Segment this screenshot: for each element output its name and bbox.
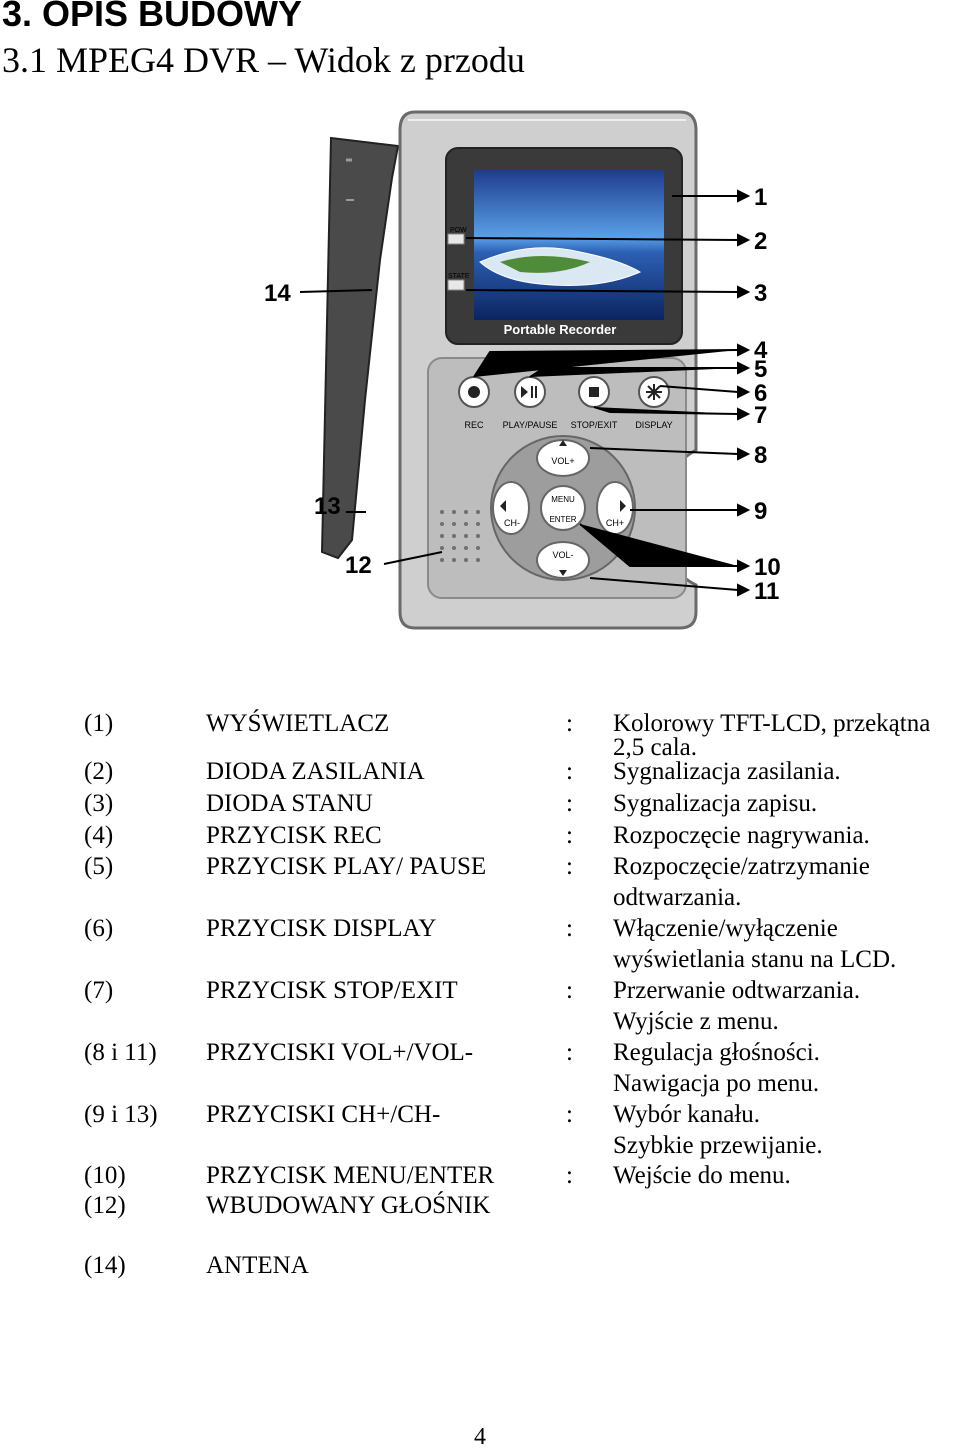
legend-colon: : — [566, 977, 573, 1004]
legend-desc: Wybór kanału. — [613, 1101, 761, 1128]
screen-caption: Portable Recorder — [504, 322, 617, 337]
state-led — [447, 279, 465, 291]
play-pause-button — [514, 376, 546, 408]
legend-label: PRZYCISK MENU/ENTER — [206, 1162, 495, 1189]
legend-label: PRZYCISK DISPLAY — [206, 915, 437, 942]
legend-colon: : — [566, 915, 573, 942]
legend-num: (4) — [84, 822, 114, 849]
dpad-center-top-label: MENU — [551, 495, 575, 504]
legend-desc: 2,5 cala. — [613, 734, 697, 761]
callout-6: 6 — [754, 380, 767, 407]
dpad-left-label: CH- — [504, 518, 520, 528]
callout-numbers: 1 2 3 4 5 6 7 8 9 10 11 12 13 14 — [264, 184, 781, 605]
power-led-label: POW — [450, 227, 467, 234]
legend-num: (1) — [84, 710, 114, 737]
legend-label: PRZYCISKI VOL+/VOL- — [206, 1039, 474, 1066]
legend-num: (12) — [84, 1192, 126, 1219]
callout-4: 4 — [754, 337, 768, 364]
play-pause-button-label: PLAY/PAUSE — [503, 420, 558, 430]
legend-label: PRZYCISKI CH+/CH- — [206, 1101, 441, 1128]
subsection-heading: 3.1 MPEG4 DVR – Widok z przodu — [2, 40, 525, 80]
legend-desc: Sygnalizacja zapisu. — [613, 790, 818, 817]
display-button — [638, 376, 670, 408]
legend-num: (8 i 11) — [84, 1039, 157, 1066]
dpad-up-label: VOL+ — [551, 456, 574, 466]
legend-colon: : — [566, 758, 573, 785]
legend-label: PRZYCISK PLAY/ PAUSE — [206, 853, 487, 880]
legend-desc: odtwarzania. — [613, 884, 742, 911]
callout-11: 11 — [754, 578, 779, 605]
callout-10: 10 — [754, 554, 781, 581]
legend-num: (7) — [84, 977, 114, 1004]
stop-exit-button-label: STOP/EXIT — [571, 420, 618, 430]
legend-num: (2) — [84, 758, 114, 785]
legend-colon: : — [566, 853, 573, 880]
display-button-label: DISPLAY — [635, 420, 672, 430]
callout-5: 5 — [754, 356, 767, 383]
power-led — [447, 233, 465, 245]
legend-label: WBUDOWANY GŁOŚNIK — [206, 1192, 491, 1219]
dpad-right-label: CH+ — [606, 518, 624, 528]
legend-num: (3) — [84, 790, 114, 817]
legend-desc: Szybkie przewijanie. — [613, 1132, 823, 1159]
legend-desc: Nawigacja po menu. — [613, 1070, 820, 1097]
legend-num: (10) — [84, 1162, 126, 1189]
callout-lines — [299, 189, 751, 597]
legend-desc: Kolorowy TFT-LCD, przekątna — [613, 710, 931, 737]
callout-14: 14 — [264, 280, 291, 307]
callout-7: 7 — [754, 402, 767, 429]
legend-desc: Rozpoczęcie/zatrzymanie — [613, 853, 870, 880]
legend-label: PRZYCISK STOP/EXIT — [206, 977, 458, 1004]
legend-desc: Włączenie/wyłączenie — [613, 915, 838, 942]
legend-num: (6) — [84, 915, 114, 942]
legend-desc: Sygnalizacja zasilania. — [613, 758, 841, 785]
legend-num: (5) — [84, 853, 114, 880]
dpad-down-label: VOL- — [552, 550, 573, 560]
page-number: 4 — [474, 1424, 486, 1450]
callout-13: 13 — [314, 493, 341, 520]
led-labels-layer: POW STATE — [448, 227, 470, 280]
callout-2: 2 — [754, 228, 767, 255]
callout-12: 12 — [345, 552, 372, 579]
callout-8: 8 — [754, 442, 767, 469]
state-led-label: STATE — [448, 273, 470, 280]
callout-3: 3 — [754, 280, 767, 307]
legend-colon: : — [566, 822, 573, 849]
legend-desc: Wejście do menu. — [613, 1162, 791, 1189]
dvr-front-diagram: Portable Recorder REC PLAY/PAUSE STOP/EX… — [264, 110, 781, 630]
legend-label: WYŚWIETLACZ — [206, 710, 390, 737]
legend-colon: : — [566, 1162, 573, 1189]
rec-button-label: REC — [464, 420, 484, 430]
legend-label: DIODA STANU — [206, 790, 373, 817]
legend-colon: : — [566, 790, 573, 817]
callout-9: 9 — [754, 498, 767, 525]
lcd-screen — [445, 147, 683, 345]
legend-desc: Rozpoczęcie nagrywania. — [613, 822, 870, 849]
legend-num: (14) — [84, 1252, 126, 1279]
legend-desc: Regulacja głośności. — [613, 1039, 820, 1066]
callout-1: 1 — [754, 184, 767, 211]
speaker-grille — [440, 510, 480, 562]
legend-desc: Wyjście z menu. — [613, 1008, 779, 1035]
legend-colon: : — [566, 1039, 573, 1066]
antenna — [320, 136, 400, 560]
legend-colon: : — [566, 1101, 573, 1128]
legend-label: ANTENA — [206, 1252, 309, 1279]
legend-label: DIODA ZASILANIA — [206, 758, 425, 785]
section-heading: 3. OPIS BUDOWY — [2, 0, 303, 34]
legend-label: PRZYCISK REC — [206, 822, 382, 849]
dpad-center-bottom-label: ENTER — [549, 515, 576, 524]
legend-desc: wyświetlania stanu na LCD. — [613, 946, 897, 973]
legend-desc: Przerwanie odtwarzania. — [613, 977, 861, 1004]
dpad — [490, 435, 636, 581]
legend-num: (9 i 13) — [84, 1101, 158, 1128]
legend-colon: : — [566, 710, 573, 737]
